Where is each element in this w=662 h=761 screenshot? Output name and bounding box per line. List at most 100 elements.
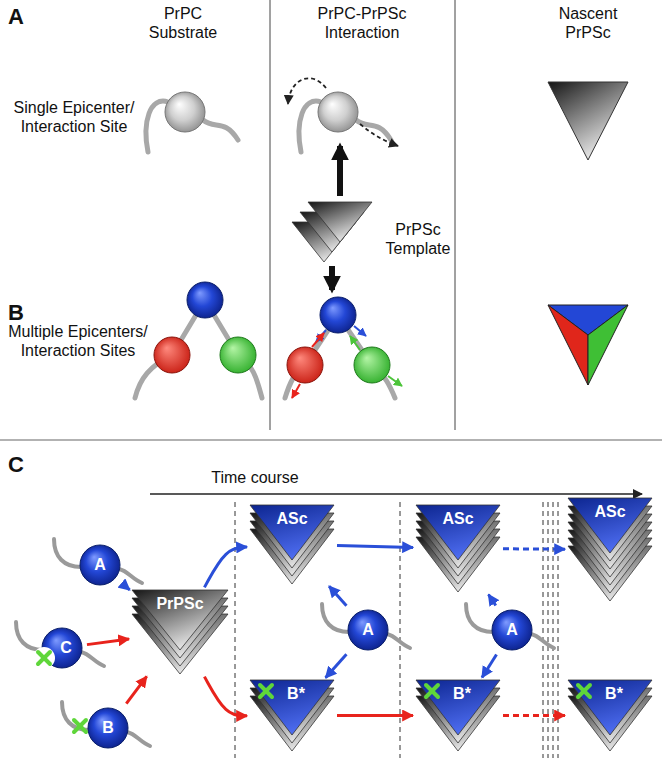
path-part <box>322 604 349 632</box>
prpc-interaction-single <box>288 78 398 152</box>
line-part <box>543 502 544 758</box>
conversion-arrow <box>204 677 247 716</box>
node-label: B* <box>568 680 652 704</box>
line-part <box>235 502 236 758</box>
node-label: C <box>40 626 84 670</box>
panel-letter: C <box>8 452 38 478</box>
label-slot: PrPC Substrate <box>138 4 228 42</box>
path-part <box>81 652 104 666</box>
line-part <box>260 685 272 697</box>
node-label: ASc <box>250 505 334 529</box>
prpsc-stack: B* <box>250 680 334 751</box>
annotation-text: Single Epicenter/ Interaction Site <box>4 98 144 136</box>
conversion-arrow <box>503 547 565 550</box>
annotation-text: Time course <box>195 468 315 487</box>
prpc-substrate-multiple <box>135 282 262 398</box>
circle-part <box>354 347 390 383</box>
conversion-arrow <box>204 547 247 587</box>
circle-part <box>165 92 205 132</box>
path-part <box>146 101 168 152</box>
path-part <box>119 569 142 583</box>
time-dividers <box>235 502 558 758</box>
line-part <box>388 376 402 386</box>
nascent-prpsc-single <box>548 82 628 160</box>
path-part <box>299 101 321 152</box>
path-part <box>387 634 410 648</box>
line-part <box>354 326 366 336</box>
line-part <box>260 685 272 697</box>
circle-part <box>154 337 190 373</box>
path-part <box>54 539 81 567</box>
path-part <box>203 120 238 140</box>
node-label: A <box>78 543 122 587</box>
protein-circle: C <box>40 626 84 670</box>
protein-circle: A <box>78 543 122 587</box>
annotation-text: Nascent PrPSc <box>543 4 633 42</box>
label-slot: PrPSc Template <box>378 220 458 258</box>
line-part <box>558 502 559 758</box>
time-arrow <box>150 493 642 495</box>
line-part <box>426 685 438 697</box>
conversion-arrow <box>482 655 496 678</box>
circle-part <box>220 337 256 373</box>
conversion-arrow <box>329 586 346 606</box>
prpsc-stack: B* <box>416 680 500 751</box>
node-label: B <box>86 706 130 750</box>
prpc-interaction-multiple <box>285 297 402 398</box>
node-label: ASc <box>568 498 652 522</box>
line-part <box>553 502 554 758</box>
label-slot: Nascent PrPSc <box>543 4 633 42</box>
path-part <box>356 120 391 140</box>
polygon-part <box>308 202 372 242</box>
protein-circle: B <box>86 706 130 750</box>
annotation-text: PrPSc Template <box>378 220 458 258</box>
protein-circle: A <box>346 608 390 652</box>
line-part <box>578 685 590 697</box>
line-part <box>548 502 549 758</box>
polygon-part <box>568 498 652 553</box>
label-slot: A <box>8 4 38 30</box>
path-part <box>127 732 150 746</box>
node-label: PrPSc <box>132 590 228 614</box>
protein-circle: A <box>490 608 534 652</box>
circle-part <box>320 297 356 333</box>
line-part <box>329 266 335 290</box>
path-part <box>466 604 493 632</box>
line-part <box>400 502 401 758</box>
line-part <box>350 336 360 350</box>
panel-letter: B <box>8 300 38 326</box>
line-part <box>312 333 324 347</box>
node-label: A <box>346 608 390 652</box>
column-divider <box>270 0 271 430</box>
path-part <box>531 634 554 648</box>
label-slot: C <box>8 452 38 478</box>
circle-part <box>318 92 358 132</box>
polygon-part <box>250 505 334 560</box>
node-label: B* <box>416 680 500 704</box>
label-slot: Multiple Epicenters/ Interaction Sites <box>2 322 154 360</box>
prpc-substrate-single <box>146 92 238 152</box>
prpsc-template-stack <box>292 146 372 290</box>
line-part <box>292 384 300 398</box>
prpsc-stack: B* <box>568 680 652 751</box>
path-part <box>288 78 326 104</box>
line-part <box>578 685 590 697</box>
conversion-arrow <box>124 585 129 590</box>
conversion-arrow <box>87 639 129 645</box>
polygon-part <box>588 305 628 385</box>
polygon-part <box>548 305 588 385</box>
label-slot: B <box>8 300 38 326</box>
conversion-arrow <box>126 676 146 703</box>
annotation-text: PrPC-PrPSc Interaction <box>307 4 417 42</box>
conversion-arrow <box>488 595 495 606</box>
circle-part <box>287 347 323 383</box>
prpsc-stack: ASc <box>416 505 500 592</box>
polygon-part <box>416 680 500 735</box>
label-slot: Single Epicenter/ Interaction Site <box>4 98 144 136</box>
line-part <box>337 146 343 196</box>
nascent-prpsc-multiple <box>548 305 628 385</box>
line-part <box>74 720 86 732</box>
